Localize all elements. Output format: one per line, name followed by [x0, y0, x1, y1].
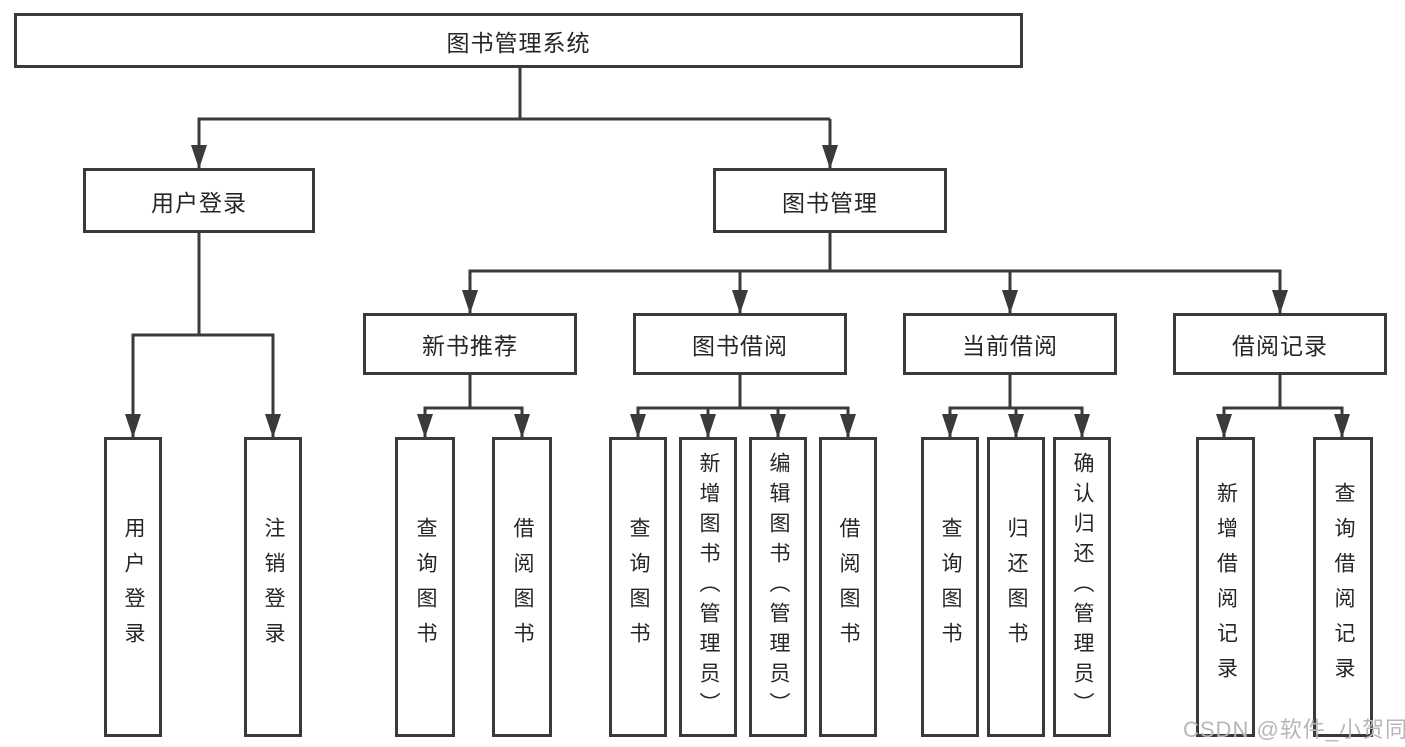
leaf-label: 确认归还（管理员）	[1071, 452, 1095, 722]
node-new-book-recommend: 新书推荐	[363, 313, 577, 375]
leaf-label: 新增图书（管理员）	[697, 452, 721, 722]
leaf-label: 借阅图书	[511, 517, 535, 657]
leaf-label: 借阅图书	[837, 517, 861, 657]
node-label: 当前借阅	[962, 333, 1058, 359]
node-book-borrowing: 图书借阅	[633, 313, 847, 375]
node-label: 图书管理系统	[446, 29, 591, 56]
node-label: 用户登录	[151, 189, 247, 216]
leaf-label: 归还图书	[1005, 517, 1029, 657]
node-current-borrowing: 当前借阅	[903, 313, 1117, 375]
leaf-borrow-books-recommend: 借阅图书	[492, 437, 552, 737]
leaf-borrow-books-borrowing: 借阅图书	[819, 437, 877, 737]
leaf-query-books-borrowing: 查询图书	[609, 437, 667, 737]
leaf-label: 查询借阅记录	[1332, 482, 1356, 692]
leaf-add-borrow-record: 新增借阅记录	[1196, 437, 1255, 737]
leaf-user-login: 用户登录	[104, 437, 162, 737]
leaf-query-borrow-record: 查询借阅记录	[1313, 437, 1373, 737]
leaf-confirm-return-admin: 确认归还（管理员）	[1053, 437, 1111, 737]
leaf-label: 编辑图书（管理员）	[767, 452, 791, 722]
leaf-edit-book-admin: 编辑图书（管理员）	[749, 437, 807, 737]
leaf-return-book: 归还图书	[987, 437, 1045, 737]
leaf-query-books-recommend: 查询图书	[395, 437, 455, 737]
leaf-label: 查询图书	[414, 517, 438, 657]
node-label: 新书推荐	[422, 333, 518, 359]
node-borrowing-records: 借阅记录	[1173, 313, 1387, 375]
node-label: 图书管理	[782, 189, 878, 216]
leaf-label: 查询图书	[939, 517, 963, 657]
leaf-label: 注销登录	[262, 517, 286, 657]
node-book-management: 图书管理	[713, 168, 947, 233]
leaf-logout: 注销登录	[244, 437, 302, 737]
leaf-label: 查询图书	[627, 517, 651, 657]
node-library-management-system: 图书管理系统	[14, 13, 1023, 68]
node-label: 图书借阅	[692, 333, 788, 359]
leaf-query-books-current: 查询图书	[921, 437, 979, 737]
node-label: 借阅记录	[1232, 333, 1328, 359]
node-user-login: 用户登录	[83, 168, 315, 233]
leaf-add-book-admin: 新增图书（管理员）	[679, 437, 737, 737]
leaf-label: 新增借阅记录	[1214, 482, 1238, 692]
leaf-label: 用户登录	[122, 517, 146, 657]
